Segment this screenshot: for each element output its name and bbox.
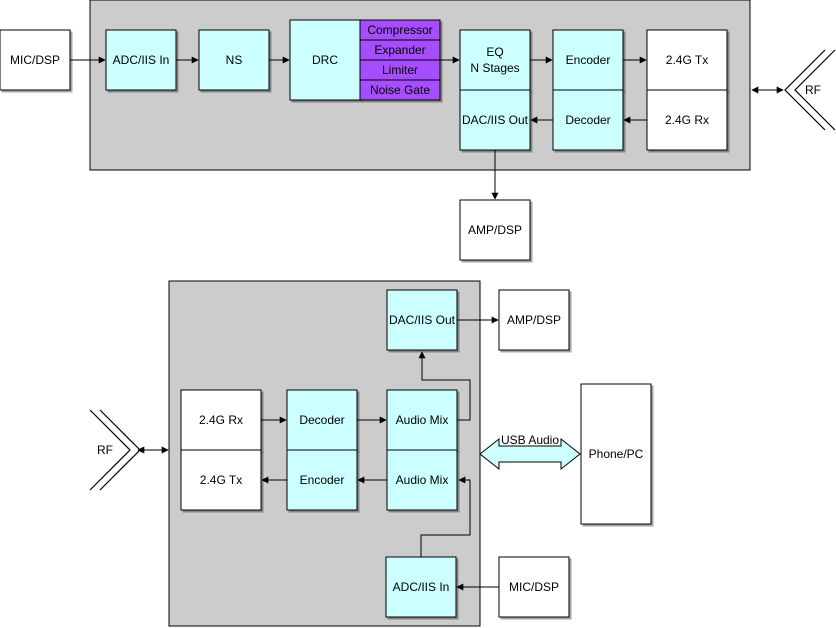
top-rf-antenna-icon: RF [784,49,836,131]
top-eq-label-1: EQ [486,45,503,59]
bottom-tx-block: 2.4G Tx [180,449,262,511]
bottom-encoder-block: Encoder [286,449,358,511]
drc-mode-limiter: Limiter [382,63,418,77]
top-dac-label: DAC/IIS Out [462,113,529,127]
bottom-decoder-block: Decoder [286,389,358,451]
usb-audio-double-arrow: USB Audio [479,433,581,471]
arrow-mix-dac [418,351,471,421]
top-mic-dsp-label: MIC/DSP [10,53,60,67]
drc-mode-compressor: Compressor [367,23,432,37]
top-eq-label-2: N Stages [470,61,519,75]
top-decoder-label: Decoder [565,113,610,127]
bottom-phone-pc-block: Phone/PC [580,383,652,525]
top-drc-block: DRC [289,19,361,101]
bottom-tx-label: 2.4G Tx [200,473,242,487]
bottom-audio-mix-2-block: Audio Mix [386,449,458,511]
top-diagram: MIC/DSP ADC/IIS In NS DRC Compressor Exp… [0,0,836,261]
drc-mode-expander: Expander [374,43,425,57]
bottom-audio-mix-1-block: Audio Mix [386,389,458,451]
bottom-audio-mix-1-label: Audio Mix [396,413,449,427]
bottom-dac-block: DAC/IIS Out [386,289,458,351]
top-ns-label: NS [226,53,243,67]
bottom-diagram: DAC/IIS Out AMP/DSP 2.4G Rx 2.4G Tx Deco… [89,280,652,627]
bottom-rf-label: RF [97,443,113,457]
top-adc-label: ADC/IIS In [113,53,170,67]
bottom-rx-label: 2.4G Rx [199,413,243,427]
bottom-mic-dsp-label: MIC/DSP [509,580,559,594]
top-ns-block: NS [198,29,270,91]
arrow-adc-mix [420,476,471,557]
bottom-rx-block: 2.4G Rx [180,389,262,451]
bottom-amp-dsp-block: AMP/DSP [498,289,570,351]
bottom-dac-label: DAC/IIS Out [389,313,456,327]
top-drc-modes [359,19,441,101]
bottom-phone-pc-label: Phone/PC [589,447,644,461]
drc-mode-noise-gate: Noise Gate [370,83,430,97]
bottom-mic-dsp-block: MIC/DSP [498,556,570,618]
top-rf-label: RF [805,83,821,97]
top-eq-block: EQ N Stages [459,29,531,91]
bottom-decoder-label: Decoder [299,413,344,427]
bottom-audio-mix-2-label: Audio Mix [396,473,449,487]
top-tx-label: 2.4G Tx [666,53,708,67]
top-mic-dsp-block: MIC/DSP [0,29,71,91]
usb-audio-label: USB Audio [501,433,559,447]
bottom-amp-dsp-label: AMP/DSP [507,313,561,327]
bottom-adc-label: ADC/IIS In [393,580,450,594]
top-amp-dsp-block: AMP/DSP [459,199,531,261]
top-tx-block: 2.4G Tx [646,29,728,91]
top-rx-block: 2.4G Rx [646,89,728,151]
top-drc-label: DRC [312,53,338,67]
bottom-rf-antenna-icon: RF [89,409,141,491]
top-amp-dsp-label: AMP/DSP [468,223,522,237]
bottom-adc-block: ADC/IIS In [385,556,457,618]
bottom-encoder-label: Encoder [300,473,345,487]
top-decoder-block: Decoder [552,89,624,151]
top-encoder-block: Encoder [552,29,624,91]
top-encoder-label: Encoder [566,53,611,67]
top-rx-label: 2.4G Rx [665,113,709,127]
top-dac-block: DAC/IIS Out [459,89,531,151]
top-adc-block: ADC/IIS In [105,29,177,91]
